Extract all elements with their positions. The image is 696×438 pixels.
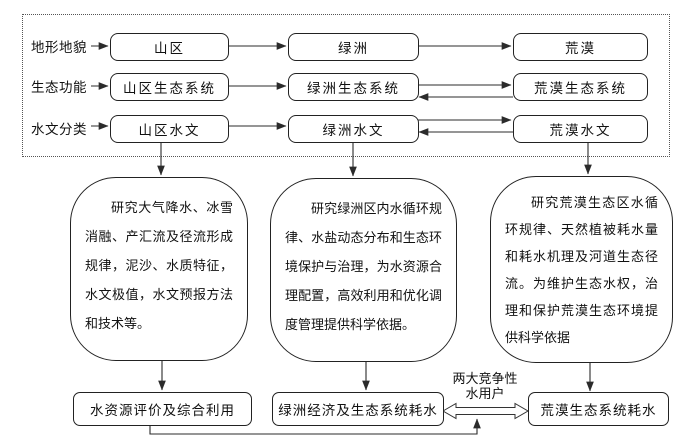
double-arrow-competing-users [441, 402, 530, 420]
box-mountain-hydrology: 山区水文 [110, 115, 229, 143]
row-label-terrain: 地形地貌 [31, 40, 87, 55]
box-desert-ecosystem-water-consumption: 荒漠生态系统耗水 [528, 392, 669, 426]
competing-users-label: 两大竞争性 水用户 [425, 371, 545, 401]
box-desert-hydrology: 荒漠水文 [513, 115, 648, 143]
row-label-ecology: 生态功能 [31, 80, 87, 95]
box-mountain-area: 山区 [110, 33, 229, 61]
competing-users-line2: 水用户 [465, 386, 505, 401]
row-label-hydrology: 水文分类 [31, 122, 87, 137]
arrow-evaluation-feedback [149, 418, 481, 435]
box-oasis: 绿洲 [288, 33, 419, 61]
research-text-oasis: 研究绿洲区内水循环规律、水盐动态分布和生态环境保护与治理，为水资源合理配置，高效… [285, 201, 442, 332]
research-box-desert-hydrology: 研究荒漠生态区水循环规律、天然植被耗水量和耗水机理及河道生态径流。为维护生态水权… [490, 176, 673, 363]
classification-region-border [22, 14, 670, 157]
research-text-mountain: 研究大气降水、冰雪消融、产汇流及径流形成规律，泥沙、水质特征，水文极值，水文预报… [85, 200, 233, 331]
box-oasis-economy-water-consumption: 绿洲经济及生态系统耗水 [272, 392, 444, 426]
box-desert-ecosystem: 荒漠生态系统 [513, 73, 648, 101]
research-box-oasis-hydrology: 研究绿洲区内水循环规律、水盐动态分布和生态环境保护与治理，为水资源合理配置，高效… [270, 178, 457, 362]
research-text-desert: 研究荒漠生态区水循环规律、天然植被耗水量和耗水机理及河道生态径流。为维护生态水权… [505, 195, 658, 345]
box-oasis-ecosystem: 绿洲生态系统 [288, 73, 419, 101]
box-desert: 荒漠 [513, 33, 648, 61]
box-mountain-ecosystem: 山区生态系统 [110, 73, 229, 101]
box-oasis-hydrology: 绿洲水文 [288, 115, 419, 143]
research-box-mountain-hydrology: 研究大气降水、冰雪消融、产汇流及径流形成规律，泥沙、水质特征，水文极值，水文预报… [70, 177, 248, 361]
competing-users-line1: 两大竞争性 [452, 371, 518, 386]
box-water-resources-evaluation: 水资源评价及综合利用 [73, 392, 252, 426]
